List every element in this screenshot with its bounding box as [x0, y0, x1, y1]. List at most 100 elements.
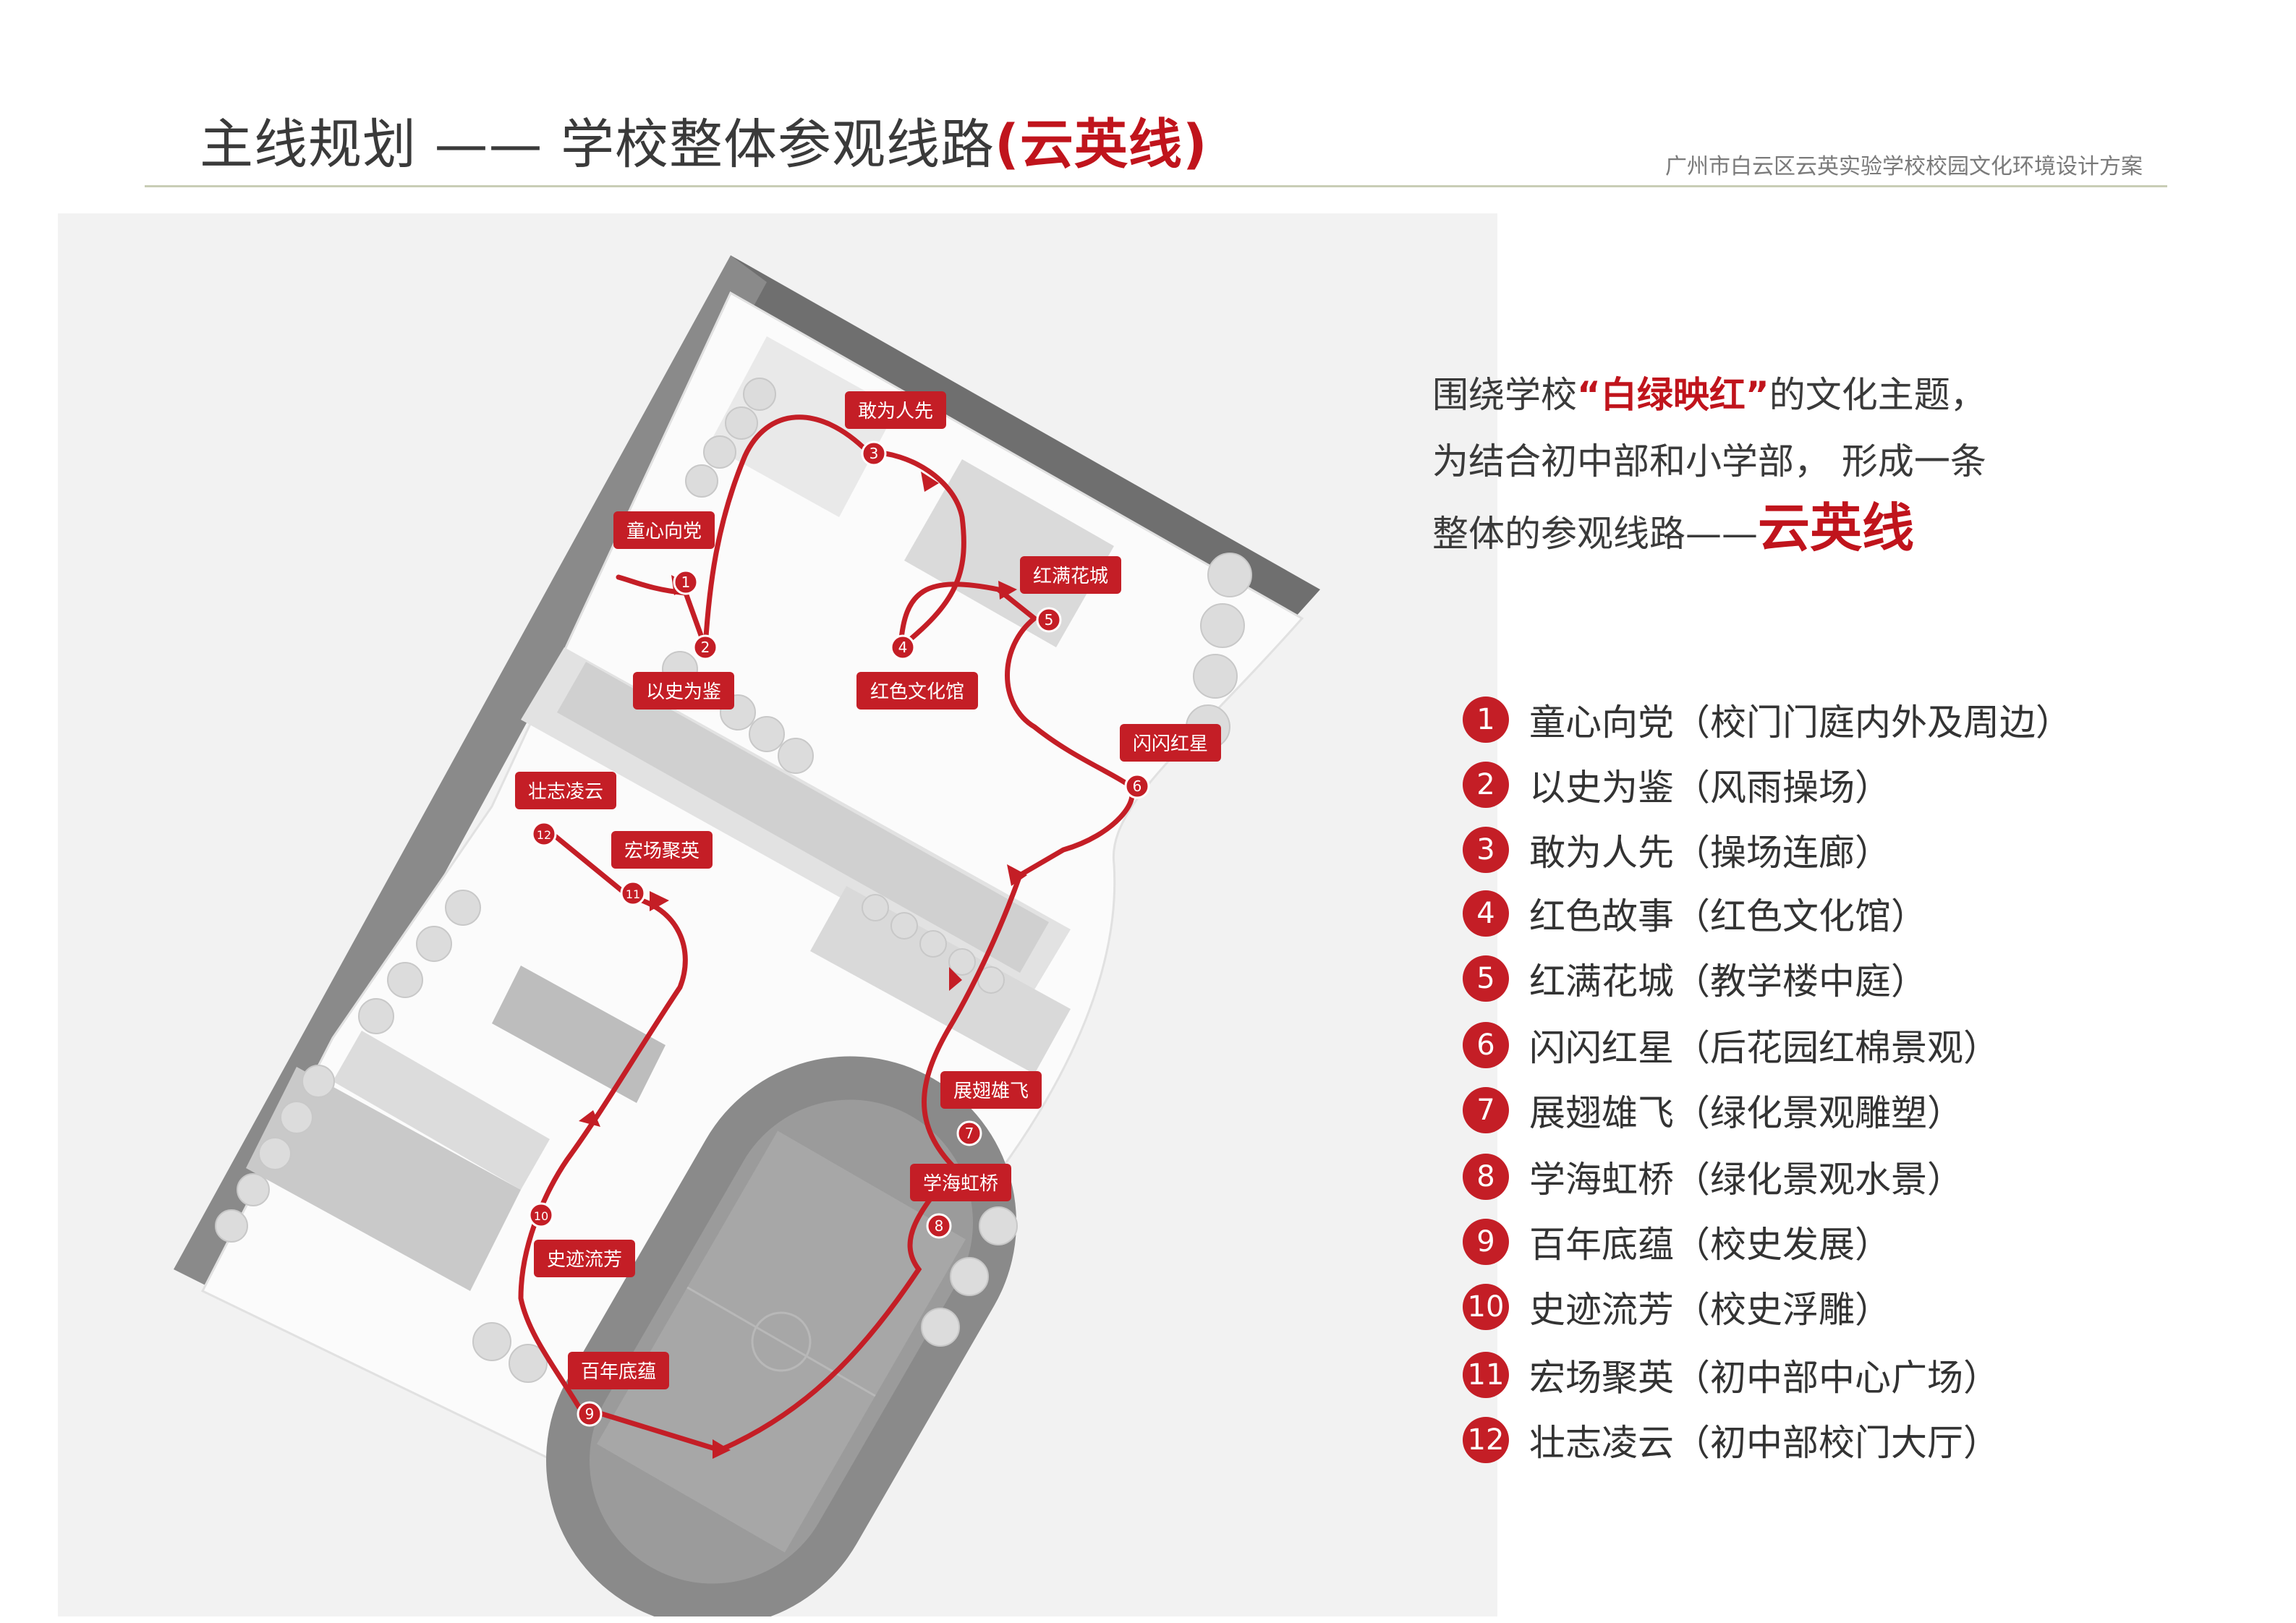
map-stop-marker: [528, 1202, 554, 1228]
legend-number-badge: 9: [1463, 1219, 1509, 1265]
map-stop-tag-bg: [613, 511, 715, 549]
map-stop-tag-bg: [845, 391, 946, 429]
map-stop-label: 壮志凌云: [528, 781, 603, 803]
legend-stop-desc: （操场连廊）: [1674, 832, 1891, 874]
map-stop-label: 百年底蕴: [581, 1361, 656, 1383]
intro-line-1: 围绕学校“白绿映红”的文化主题，: [1432, 362, 2156, 428]
legend-stop-desc: （校门门庭内外及周边）: [1674, 702, 2072, 744]
map-stop-label: 史迹流芳: [547, 1249, 622, 1271]
map-stop-tag-bg: [633, 672, 734, 710]
map-stop-tag: 展翅雄飞 7: [940, 1071, 1042, 1146]
map-stop-label: 童心向党: [626, 521, 702, 542]
legend-number-badge: 5: [1463, 955, 1509, 1002]
map-stop-label: 以史为鉴: [646, 681, 721, 703]
legend-stop-name: 宏场聚英: [1529, 1357, 1674, 1399]
intro-line-3: 整体的参观线路——云英线: [1432, 495, 2156, 567]
legend-stop-desc: （绿化景观水景）: [1674, 1159, 1963, 1201]
title-highlight: (云英线): [995, 114, 1208, 176]
legend-stop-name: 展翅雄飞: [1529, 1092, 1674, 1134]
map-stop-tag: 童心向党 1: [613, 511, 715, 595]
map-stop-tag-bg: [910, 1164, 1011, 1201]
map-stop-tag: 学海虹桥 8: [910, 1164, 1011, 1239]
intro-line-1-pre: 围绕学校: [1432, 374, 1577, 416]
legend-stop-name: 史迹流芳: [1529, 1289, 1674, 1331]
map-stop-number: 10: [534, 1209, 548, 1223]
map-stop-number: 7: [965, 1125, 974, 1142]
site-boundary: [731, 255, 1320, 626]
trees: [215, 378, 1252, 1383]
legend-row: 10 史迹流芳（校史浮雕）: [1463, 1282, 1891, 1332]
legend-number-badge: 10: [1463, 1284, 1509, 1330]
legend-stop-name: 壮志凌云: [1529, 1422, 1674, 1464]
map-stop-marker: [673, 569, 699, 595]
intro-text: 围绕学校“白绿映红”的文化主题， 为结合初中部和小学部， 形成一条 整体的参观线…: [1432, 362, 2156, 567]
map-stop-number: 11: [626, 887, 640, 901]
map-stop-marker: [1124, 773, 1150, 799]
map-stop-label: 展翅雄飞: [953, 1081, 1029, 1102]
map-stop-marker: [692, 634, 718, 660]
building-west: [246, 1067, 521, 1291]
legend-stop-name: 以史为鉴: [1529, 767, 1674, 809]
map-stop-tag: 史迹流芳 10: [528, 1202, 635, 1277]
map-stop-label: 学海虹桥: [923, 1173, 998, 1195]
building-block: [810, 886, 1071, 1074]
intro-line-1-post: 的文化主题，: [1769, 374, 1986, 416]
route-name-highlight: 云英线: [1758, 498, 1915, 558]
legend-stop-name: 敢为人先: [1529, 832, 1674, 874]
map-stop-marker: [577, 1401, 603, 1427]
legend-stop-desc: （校史浮雕）: [1674, 1289, 1891, 1331]
map-stop-number: 5: [1045, 611, 1054, 629]
map-stop-tag-bg: [534, 1240, 635, 1277]
legend-stop-name: 童心向党: [1529, 702, 1674, 744]
map-stop-number: 4: [898, 639, 908, 656]
legend-number-badge: 2: [1463, 762, 1509, 808]
legend-row: 2 以史为鉴（风雨操场）: [1463, 759, 1891, 810]
map-stop-label: 红色文化馆: [870, 681, 964, 703]
intro-line-2: 为结合初中部和小学部， 形成一条: [1432, 440, 1986, 482]
map-stop-number: 9: [585, 1405, 595, 1423]
map-stop-tag: 红色文化馆 4: [856, 634, 978, 710]
legend-stop-desc: （初中部中心广场）: [1674, 1357, 1999, 1399]
map-stop-number: 6: [1133, 778, 1142, 795]
legend-number-badge: 6: [1463, 1022, 1509, 1068]
legend-stop-desc: （风雨操场）: [1674, 767, 1891, 809]
legend-number-badge: 3: [1463, 827, 1509, 873]
map-stop-marker: [890, 634, 916, 660]
map-stop-marker: [926, 1213, 952, 1239]
map-stop-tag: 百年底蕴 9: [568, 1352, 669, 1427]
legend-number-badge: 7: [1463, 1087, 1509, 1133]
map-stop-number: 1: [681, 574, 691, 591]
legend-stop-name: 学海虹桥: [1529, 1159, 1674, 1201]
legend-number-badge: 8: [1463, 1154, 1509, 1200]
legend-number-badge: 4: [1463, 890, 1509, 937]
building-teaching-roof: [557, 662, 1049, 973]
legend-stop-name: 红色故事: [1529, 895, 1674, 937]
building-west-2: [333, 1031, 550, 1190]
legend-stop-desc: （红色文化馆）: [1674, 895, 1927, 937]
map-stop-number: 8: [935, 1217, 944, 1235]
map-stop-label: 闪闪红星: [1133, 733, 1208, 755]
map-stop-tag-bg: [940, 1071, 1042, 1109]
legend-row: 8 学海虹桥（绿化景观水景）: [1463, 1151, 1963, 1202]
map-stop-tag-bg: [611, 831, 713, 869]
map-stop-tag-bg: [568, 1352, 669, 1389]
map-stop-tag: 闪闪红星 6: [1120, 724, 1221, 799]
legend-stop-name: 闪闪红星: [1529, 1027, 1674, 1069]
map-stop-number: 3: [869, 445, 879, 462]
map-stop-marker: [531, 821, 557, 847]
map-stop-marker: [956, 1120, 982, 1146]
header-divider: [145, 185, 2167, 187]
